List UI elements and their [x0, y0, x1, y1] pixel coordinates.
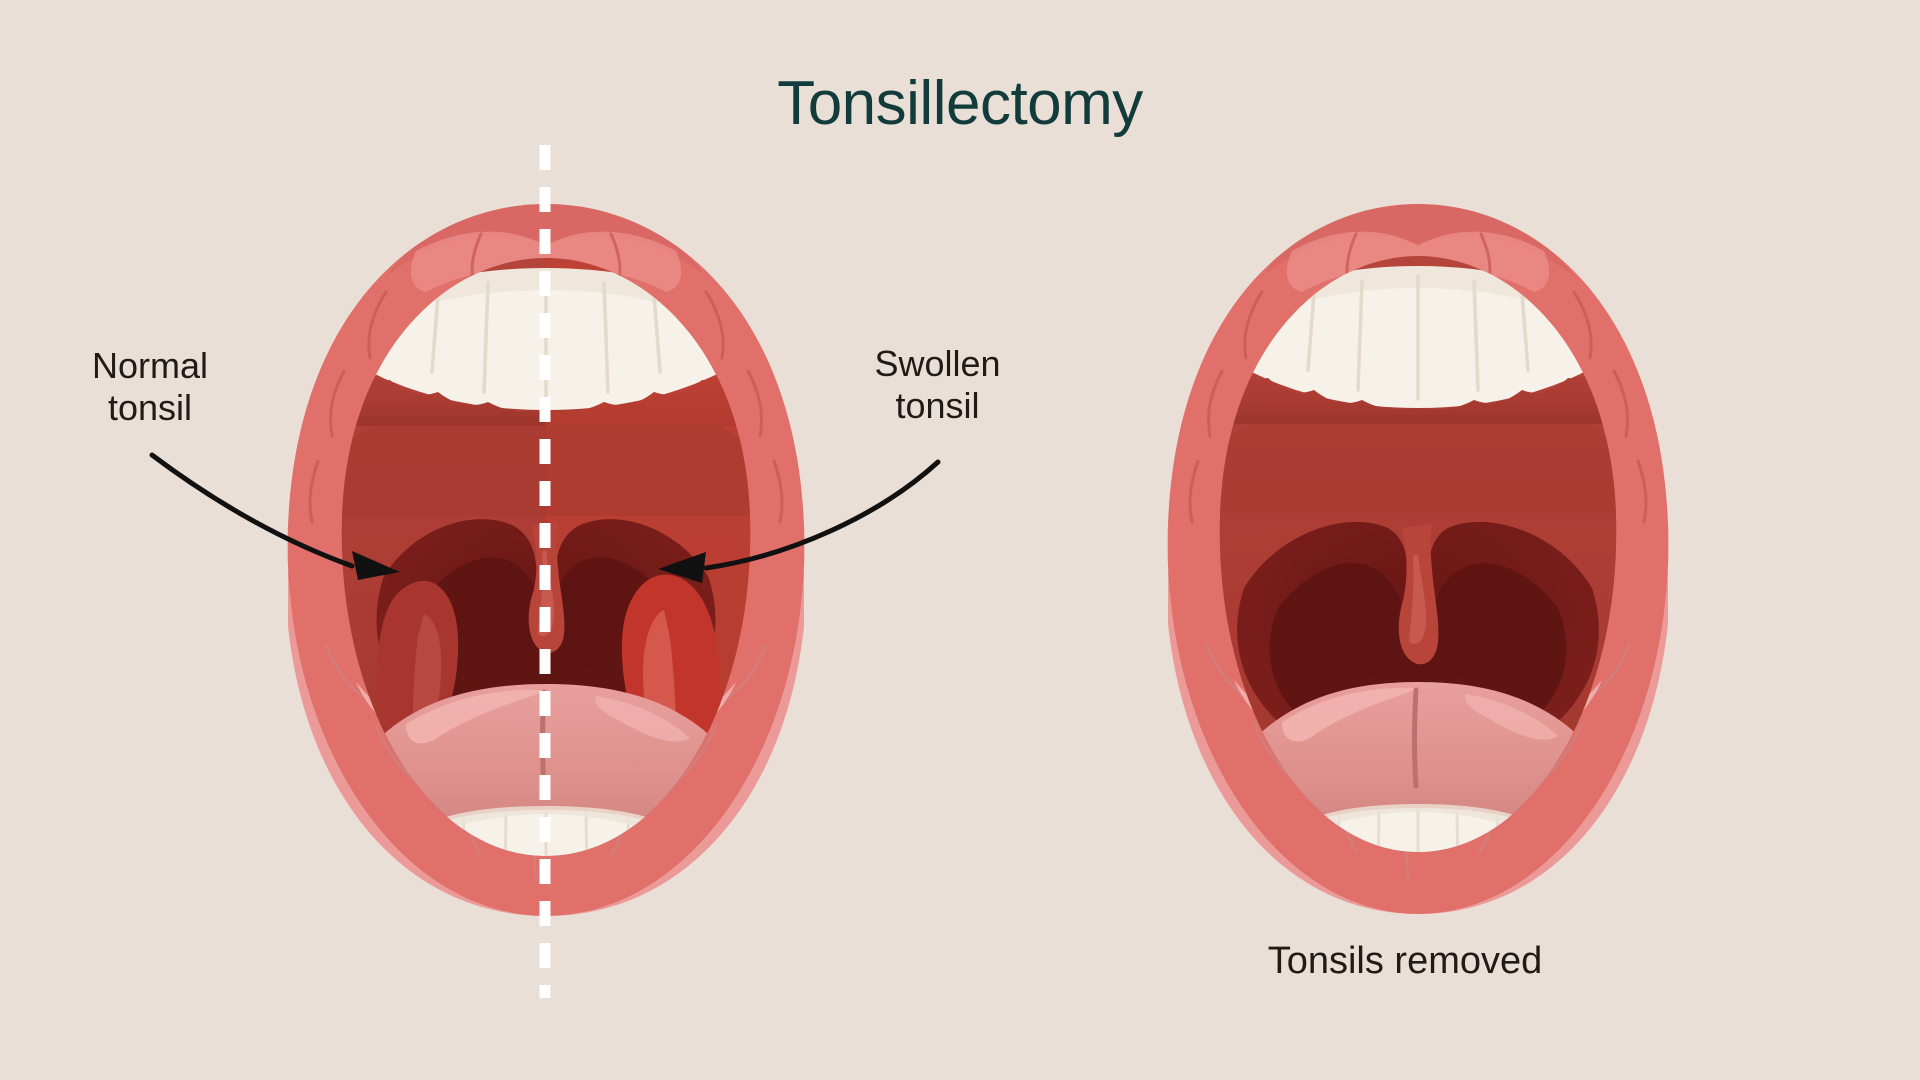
normal-tonsil-label: Normal tonsil: [91, 345, 208, 429]
uvula: [1398, 524, 1439, 665]
mouth-with-tonsils-svg: [287, 204, 805, 916]
page-title: Tonsillectomy: [777, 68, 1143, 138]
mouth-tonsils-removed-svg: [1167, 204, 1669, 914]
lower-teeth: [1284, 804, 1552, 852]
tonsils-removed-caption: Tonsils removed: [1267, 940, 1543, 982]
swollen-tonsil-label: Swollen tonsil: [874, 343, 1001, 427]
mouth-tonsils-removed-figure: [1148, 196, 1688, 936]
mouth-with-tonsils-figure: [266, 196, 826, 936]
